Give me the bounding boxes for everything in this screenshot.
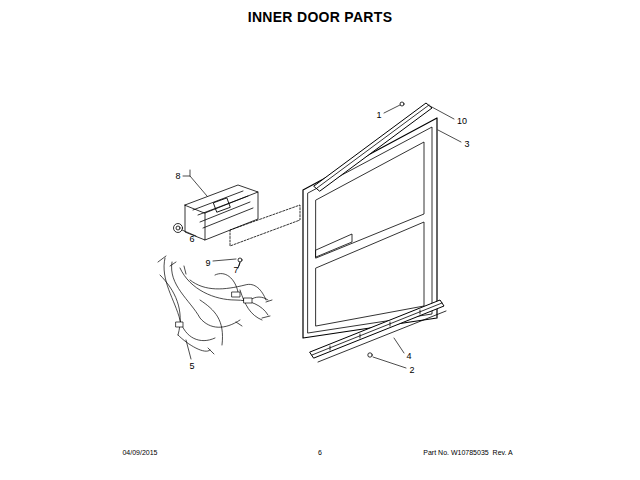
callout-number: 6: [189, 235, 194, 244]
callout-number: 7: [233, 266, 238, 275]
control-console: [174, 185, 301, 268]
part-number: Part No. W10785035 Rev. A: [423, 449, 512, 456]
callout-number: 1: [376, 111, 381, 120]
callout-number: 2: [409, 366, 414, 375]
footer-date: 04/09/2015: [122, 449, 157, 456]
callout-number: 4: [406, 352, 411, 361]
callout-number: 3: [464, 140, 469, 149]
page-number: 6: [318, 449, 322, 456]
callout-number: 9: [205, 259, 210, 268]
page-title: INNER DOOR PARTS: [248, 10, 393, 24]
callout-number: 5: [189, 362, 194, 371]
leader-lines: [182, 105, 461, 368]
gasket-strip: [314, 102, 432, 191]
callout-number: 8: [175, 172, 180, 181]
wire-harness: [158, 256, 272, 354]
bottom-strip: [310, 300, 446, 362]
callout-number: 10: [457, 117, 467, 126]
